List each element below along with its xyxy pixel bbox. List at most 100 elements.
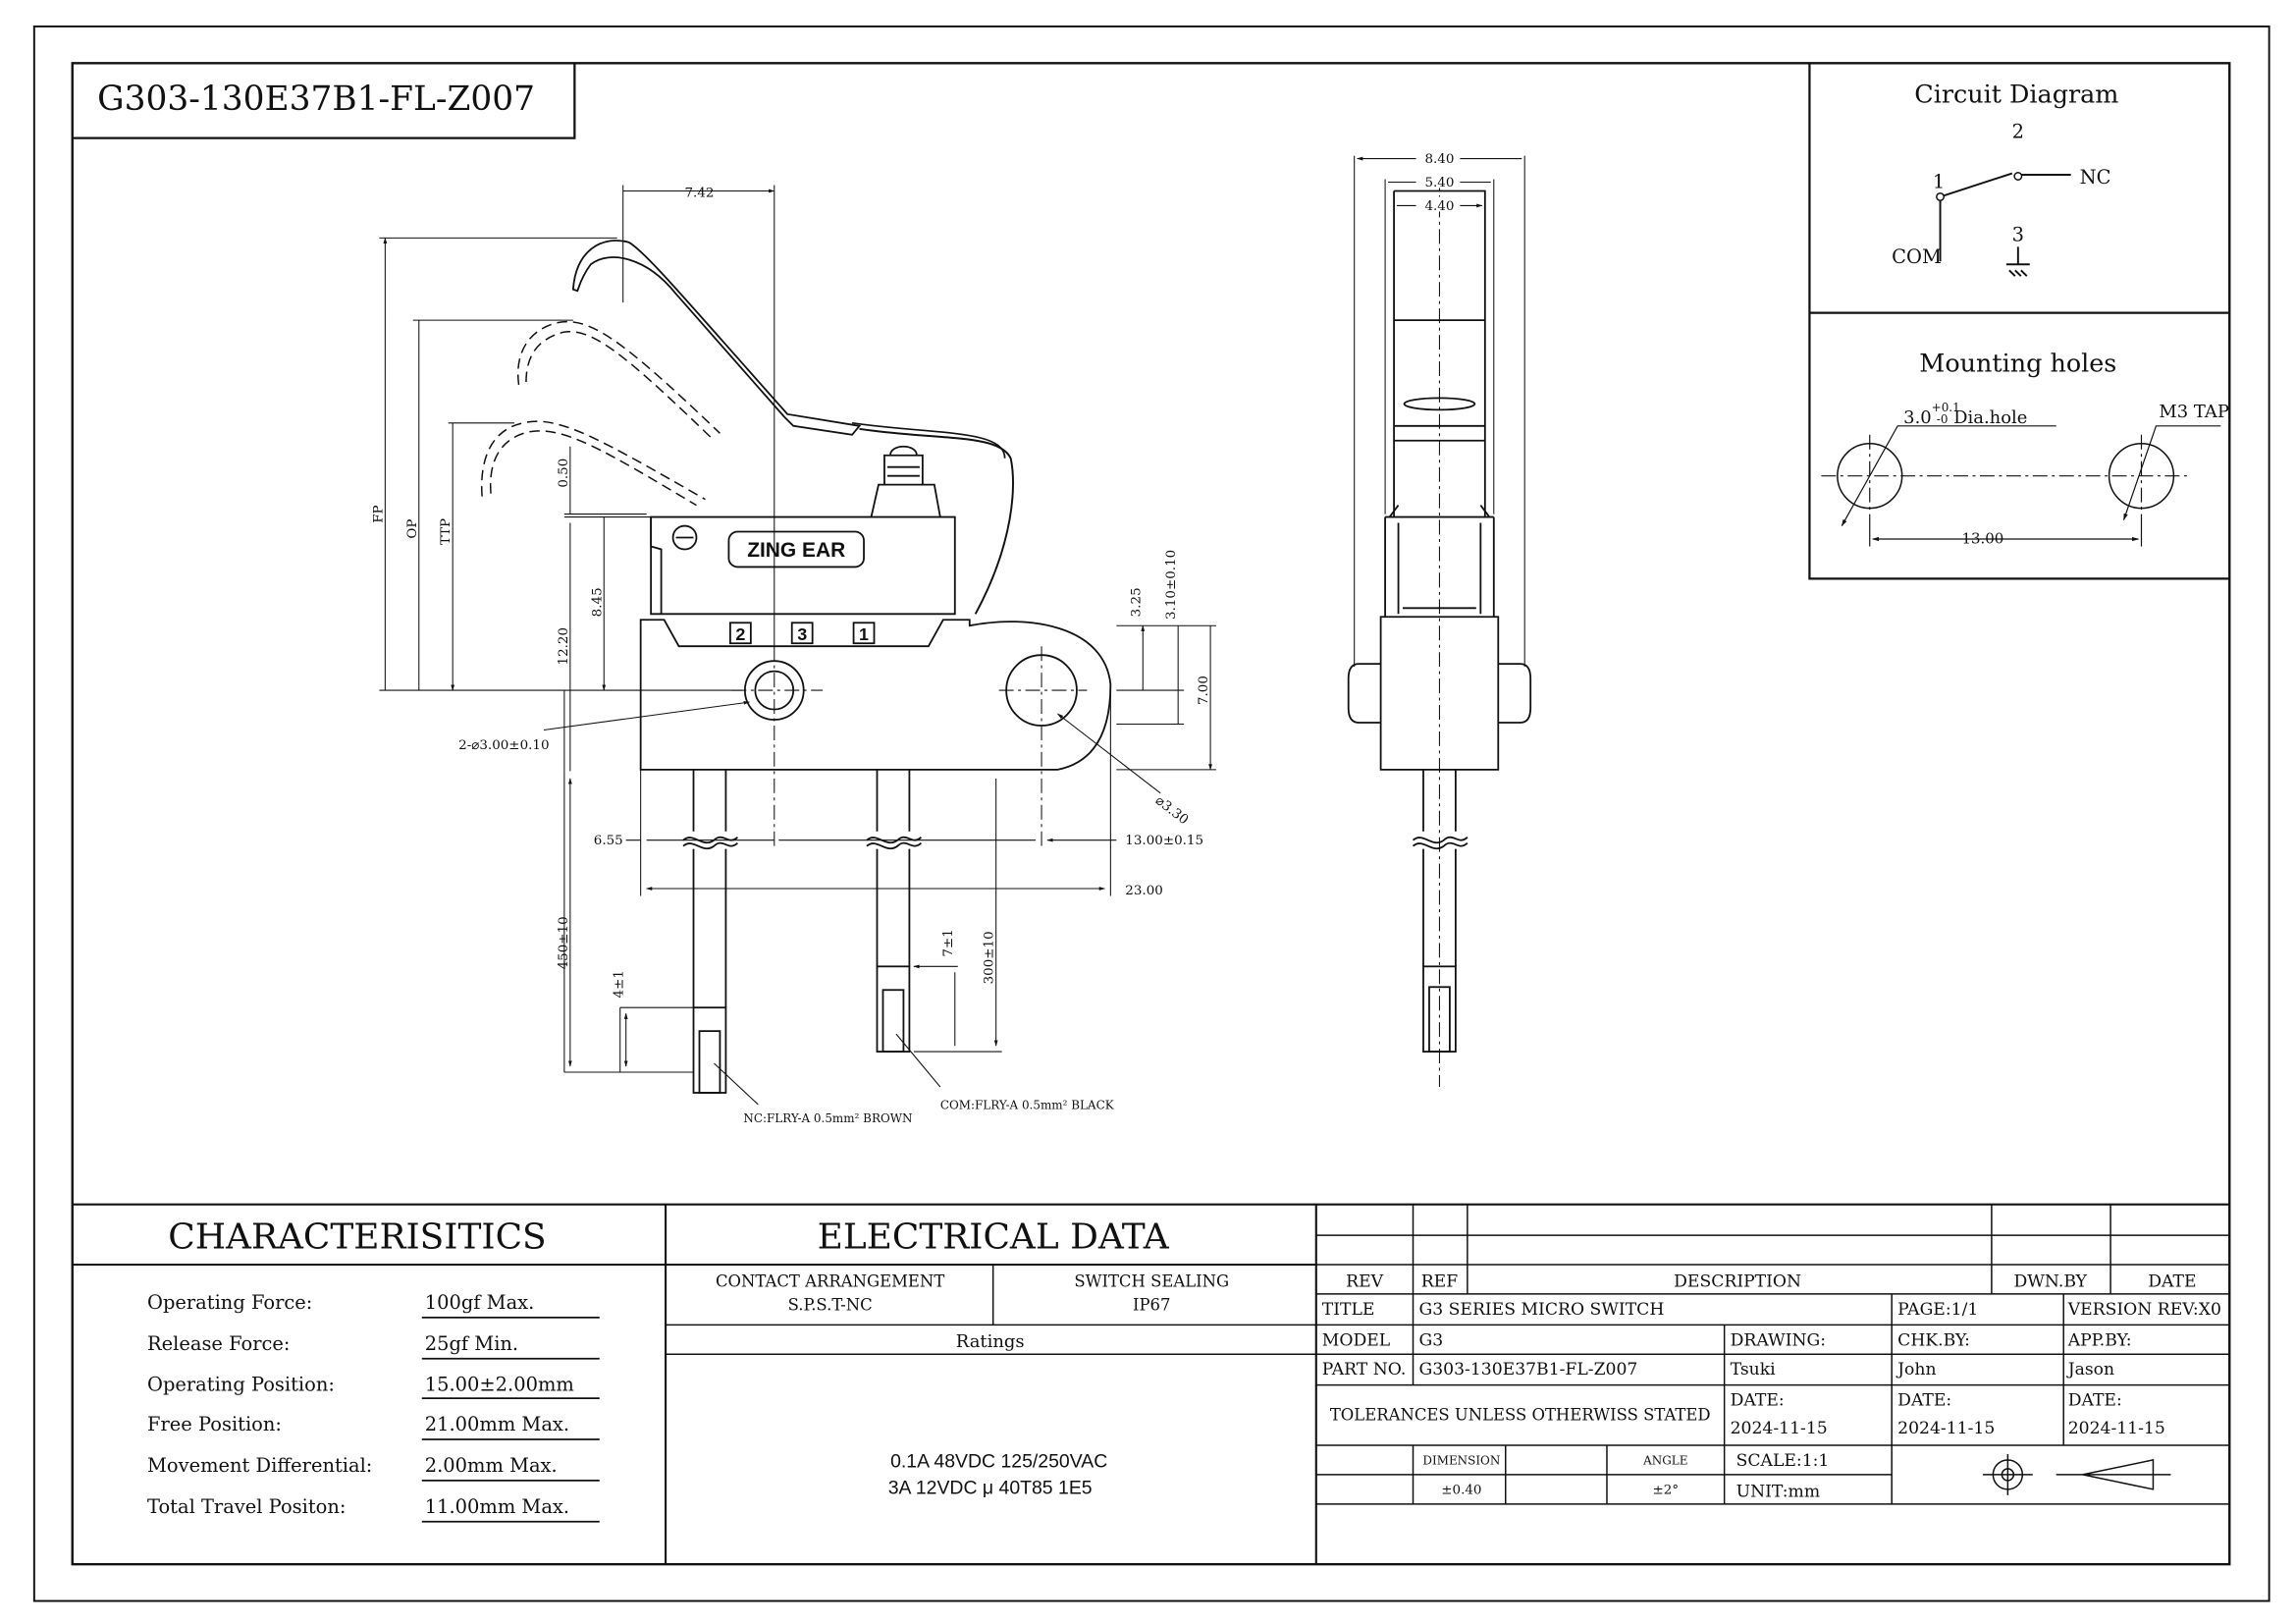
terminal-1: 1: [859, 624, 869, 644]
tb-dim-tol: ±0.40: [1441, 1483, 1481, 1497]
rating-line-2: 3A 12VDC μ 40T85 1E5: [888, 1477, 1093, 1498]
tb-date-label-3: DATE:: [2068, 1391, 2122, 1411]
mounting-title: Mounting holes: [1919, 348, 2116, 377]
dim-050: 0.50: [557, 459, 571, 488]
pin-3-label: 3: [2012, 223, 2024, 245]
hole-suffix: Dia.hole: [1948, 407, 2027, 428]
dim-2300: 23.00: [1125, 884, 1163, 898]
pin-2-label: 2: [2012, 121, 2024, 143]
pin-1-label: 1: [1933, 170, 1945, 192]
switch-symbol: [1939, 172, 2071, 277]
char-value-3: 21.00mm Max.: [425, 1413, 569, 1435]
circuit-diagram: Circuit Diagram 2 1 NC COM 3: [1808, 63, 2230, 580]
mounting-spacing: 13.00: [1962, 529, 2004, 547]
dim-450: 450±10: [557, 916, 571, 969]
lever-op-position: [516, 320, 721, 439]
dim-holes: 2-⌀3.00±0.10: [458, 738, 549, 753]
dim-310: 3.10±0.10: [1164, 550, 1179, 620]
switch-base: [639, 619, 1112, 771]
tb-part-label: PART NO.: [1322, 1360, 1407, 1380]
tb-rev: REV: [1346, 1271, 1383, 1291]
char-value-5: 11.00mm Max.: [425, 1495, 569, 1518]
sealing-head: SWITCH SEALING: [1074, 1271, 1229, 1290]
svg-text:3.0+0.1-0 Dia.hole: 3.0+0.1-0 Dia.hole: [1903, 401, 2027, 428]
tb-version: VERSION REV:X0: [2067, 1300, 2221, 1320]
mounting-holes: Mounting holes 13.00 3.0+0.1-0 Dia.hole …: [1821, 348, 2229, 547]
dim-4: 4±1: [613, 970, 627, 998]
com-label: COM: [1892, 245, 1942, 268]
tb-description: DESCRIPTION: [1674, 1271, 1801, 1291]
dim-845: 8.45: [590, 587, 605, 617]
part-number-box: G303-130E37B1-FL-Z007: [72, 63, 576, 139]
bottom-table-grid: [72, 1203, 2230, 1565]
tb-scale: SCALE:1:1: [1736, 1451, 1830, 1471]
tap-label: M3 TAP: [2159, 402, 2229, 422]
wire-com: [876, 769, 911, 967]
part-number-title: G303-130E37B1-FL-Z007: [97, 80, 535, 119]
electrical-panel: ELECTRICAL DATA CONTACT ARRANGEMENT S.P.…: [716, 1217, 1229, 1499]
dim-655: 6.55: [594, 834, 623, 848]
circuit-title: Circuit Diagram: [1914, 80, 2118, 109]
brand-badge: [727, 530, 865, 568]
tb-unit: UNIT:mm: [1736, 1482, 1821, 1501]
plunger: [870, 445, 941, 517]
sealing-value: IP67: [1133, 1295, 1170, 1314]
tb-date-1: 2024-11-15: [1731, 1419, 1828, 1438]
tb-title-value: G3 SERIES MICRO SWITCH: [1418, 1300, 1664, 1320]
dim-fp: FP: [371, 505, 386, 522]
dim-440: 4.40: [1424, 199, 1454, 214]
dim-742: 7.42: [685, 186, 715, 200]
lever-arm: [571, 240, 862, 436]
dim-1220: 12.20: [557, 627, 571, 666]
ratings-head: Ratings: [956, 1331, 1025, 1352]
terminal-2: 2: [735, 624, 745, 644]
contact-value: S.P.S.T-NC: [788, 1295, 873, 1314]
tb-drawing-label: DRAWING:: [1731, 1330, 1826, 1350]
wire-com-label: COM:FLRY-A 0.5mm² BLACK: [940, 1098, 1115, 1111]
characteristics-panel: CHARACTERISITICS Operating Force: 100gf …: [147, 1217, 574, 1518]
char-label-3: Free Position:: [147, 1413, 282, 1435]
hole-tol-plus: +0.1: [1932, 401, 1960, 414]
hole-dia: 3.0: [1903, 407, 1932, 428]
char-value-0: 100gf Max.: [425, 1291, 535, 1314]
tb-date-head: DATE: [2148, 1271, 2196, 1291]
tb-model-label: MODEL: [1322, 1330, 1390, 1350]
tb-checker: John: [1896, 1360, 1936, 1380]
tb-ref: REF: [1421, 1271, 1458, 1291]
tb-drawer: Tsuki: [1731, 1360, 1777, 1380]
tb-dimension: DIMENSION: [1422, 1453, 1500, 1467]
char-value-4: 2.00mm Max.: [425, 1454, 558, 1477]
tb-title-label: TITLE: [1322, 1300, 1375, 1320]
nc-label: NC: [2080, 166, 2111, 189]
tb-tolerances: TOLERANCES UNLESS OTHERWISS STATED: [1330, 1406, 1711, 1425]
char-label-2: Operating Position:: [147, 1374, 335, 1396]
dim-7: 7±1: [941, 929, 956, 956]
wire-nc: [692, 769, 727, 1008]
dim-700: 7.00: [1197, 676, 1211, 705]
tb-angle-tol: ±2°: [1653, 1483, 1680, 1497]
char-label-4: Movement Differential:: [147, 1454, 372, 1477]
front-view-dimensions: [379, 185, 1216, 1106]
char-label-0: Operating Force:: [147, 1291, 312, 1314]
outer-border: [32, 25, 2270, 1602]
tb-date-3: 2024-11-15: [2068, 1419, 2165, 1438]
dim-op: OP: [405, 518, 420, 538]
tb-date-label-2: DATE:: [1897, 1391, 1951, 1411]
dim-ttp: TTP: [439, 518, 454, 545]
title-block: REV REF DESCRIPTION DWN.BY DATE TITLE G3…: [1322, 1271, 2221, 1501]
wire-nc-label: NC:FLRY-A 0.5mm² BROWN: [743, 1111, 912, 1125]
lever-ttp-position: [480, 420, 706, 507]
hole-tol-minus: -0: [1937, 412, 1949, 426]
tb-model-value: G3: [1418, 1330, 1443, 1350]
dim-1300: 13.00±0.15: [1125, 834, 1203, 848]
char-value-1: 25gf Min.: [425, 1332, 518, 1355]
inner-border: [71, 62, 2231, 1566]
dim-300: 300±10: [983, 931, 997, 984]
tb-approver: Jason: [2066, 1360, 2114, 1380]
brand-text: ZING EAR: [747, 539, 845, 562]
char-underlines: [421, 1316, 600, 1523]
char-label-5: Total Travel Positon:: [147, 1495, 346, 1518]
rating-line-1: 0.1A 48VDC 125/250VAC: [890, 1450, 1107, 1472]
dim-540: 5.40: [1424, 176, 1454, 190]
dim-330: ⌀3.30: [1152, 793, 1191, 828]
